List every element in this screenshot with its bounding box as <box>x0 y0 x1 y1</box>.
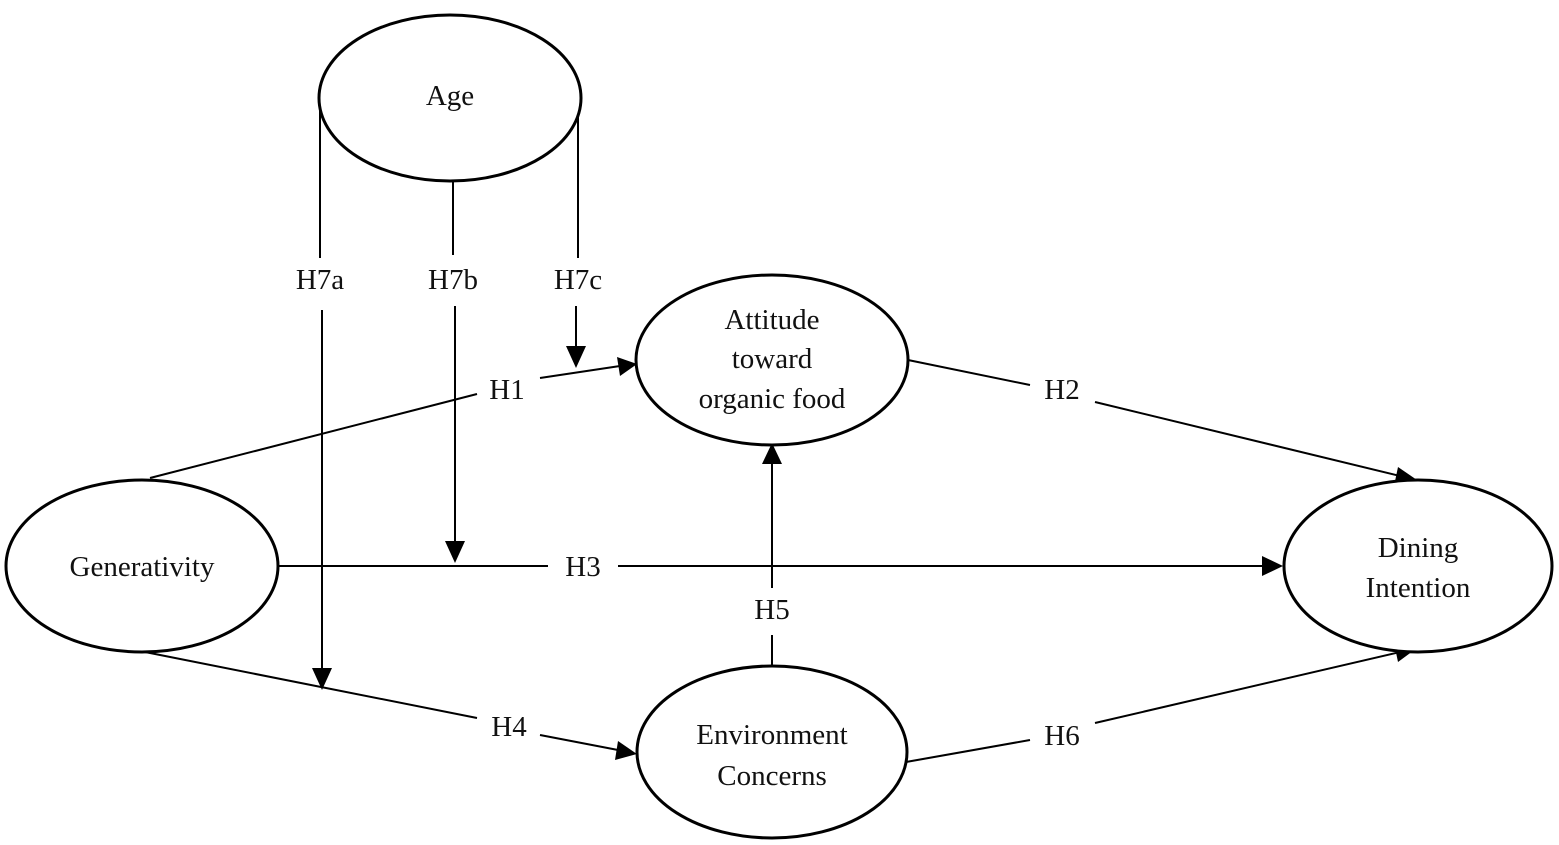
edge-h5 <box>762 443 782 667</box>
dining-label-line-1: Dining <box>1378 532 1459 564</box>
environment-label-line-1: Environment <box>696 719 847 751</box>
attitude-label-line-3: organic food <box>699 383 846 415</box>
node-attitude: Attitude toward organic food <box>634 273 910 447</box>
environment-label-line-2: Concerns <box>717 760 827 792</box>
edge-h6 <box>905 643 1417 763</box>
edge-h4 <box>144 651 637 760</box>
node-environment-concerns: Environment Concerns <box>635 664 909 840</box>
h7c-label: H7c <box>554 264 602 296</box>
h3-label: H3 <box>565 551 600 583</box>
h7b-label: H7b <box>428 264 478 296</box>
attitude-label-line-2: toward <box>732 343 813 375</box>
h4-label: H4 <box>491 711 527 743</box>
dining-label-line-2: Intention <box>1366 572 1471 604</box>
edge-h7c <box>566 100 586 368</box>
node-dining-intention: Dining Intention <box>1282 478 1554 654</box>
edge-h1 <box>149 357 637 479</box>
h5-label: H5 <box>754 594 789 626</box>
node-age: Age <box>317 13 583 183</box>
edge-h3 <box>278 556 1283 576</box>
h1-label: H1 <box>489 374 524 406</box>
edge-h7a <box>312 100 332 690</box>
h6-label: H6 <box>1044 720 1079 752</box>
edge-h7b <box>445 178 465 563</box>
generativity-label: Generativity <box>70 551 215 583</box>
h2-label: H2 <box>1044 374 1079 406</box>
h7a-label: H7a <box>296 264 344 296</box>
node-generativity: Generativity <box>4 478 280 654</box>
age-label: Age <box>426 80 474 112</box>
attitude-label-line-1: Attitude <box>724 304 819 336</box>
edge-h2 <box>907 359 1417 486</box>
